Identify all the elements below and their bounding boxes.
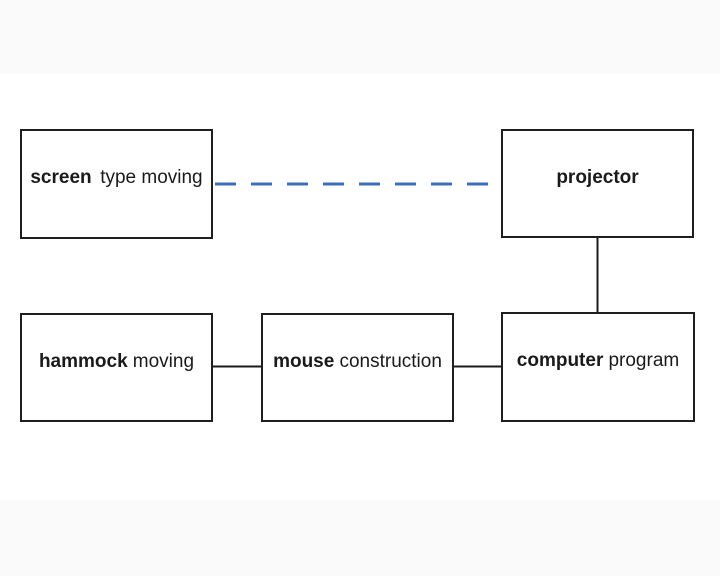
node-screen-rest-label: type moving: [100, 167, 203, 188]
node-computer-bold-label: computer: [516, 350, 604, 371]
node-computer-rest-label: program: [608, 350, 680, 371]
node-hammock-bold-label: hammock: [38, 350, 128, 372]
node-projector[interactable]: projector: [501, 129, 694, 238]
node-mouse-rest-label: construction: [339, 350, 442, 372]
node-projector-bold-label: projector: [556, 166, 639, 188]
node-screen-type-moving[interactable]: screen type moving: [20, 129, 213, 239]
node-hammock-rest-label: moving: [132, 350, 195, 372]
node-mouse-bold-label: mouse: [273, 350, 335, 372]
node-screen-bold-label: screen: [30, 167, 92, 188]
